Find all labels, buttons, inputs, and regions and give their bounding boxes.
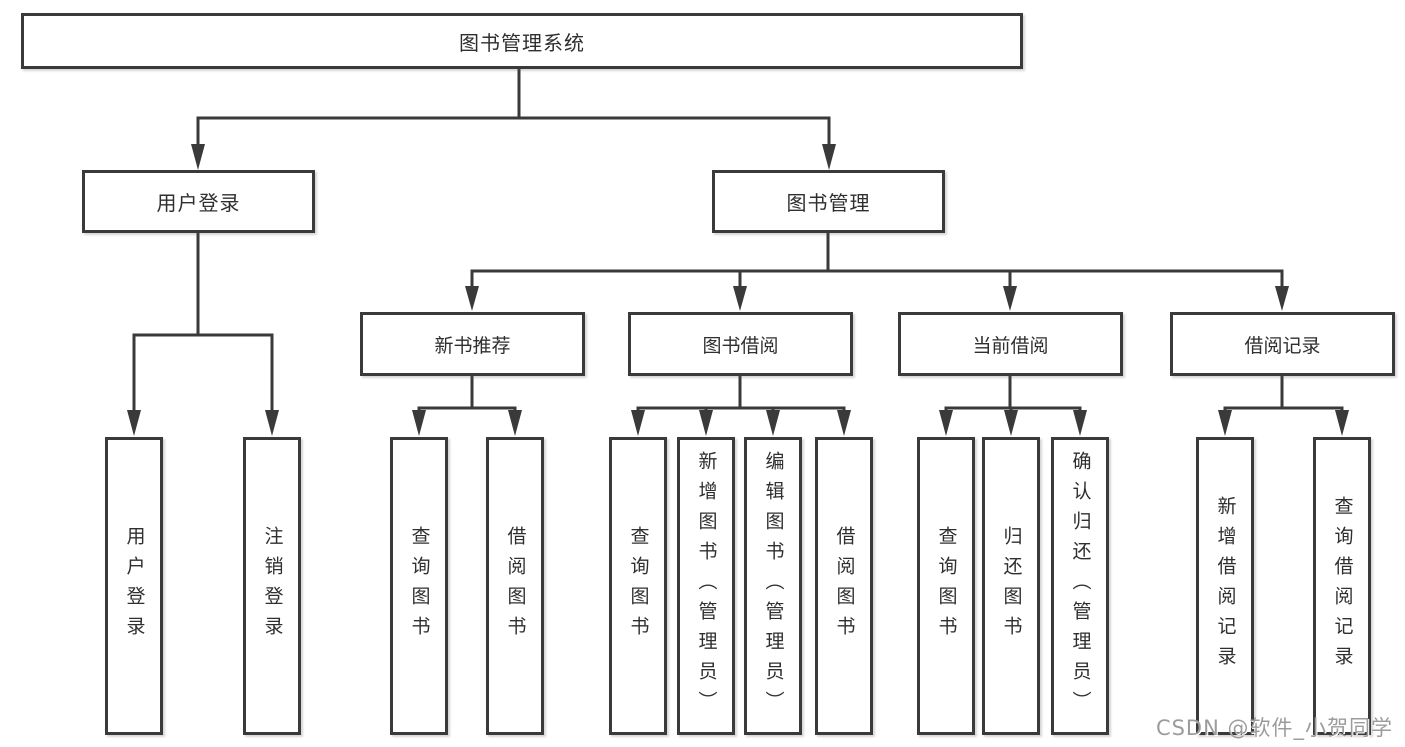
leaf-borrow-books-borrowing: 借阅图书 — [815, 437, 873, 735]
node-label: 图书借阅 — [702, 334, 779, 357]
leaf-query-books-recommend: 查询图书 — [390, 437, 448, 735]
node-borrow-records: 借阅记录 — [1170, 312, 1395, 376]
node-label: 用户登录 — [123, 526, 146, 646]
leaf-query-books-borrowing: 查询图书 — [609, 437, 667, 735]
node-label: 借阅图书 — [504, 526, 527, 646]
node-label: 用户登录 — [156, 191, 241, 215]
node-label: 借阅图书 — [833, 526, 856, 646]
node-label: 归还图书 — [1000, 526, 1023, 646]
node-label: 新增图书（管理员） — [695, 451, 718, 721]
node-library-system: 图书管理系统 — [21, 13, 1023, 69]
node-user-login: 用户登录 — [82, 170, 315, 233]
node-book-borrowing: 图书借阅 — [628, 312, 853, 376]
node-label: 图书管理 — [786, 191, 871, 215]
leaf-query-borrow-record: 查询借阅记录 — [1313, 437, 1371, 735]
node-label: 查询图书 — [408, 526, 431, 646]
node-label: 借阅记录 — [1244, 334, 1321, 357]
leaf-query-books-current: 查询图书 — [917, 437, 975, 735]
csdn-watermark: CSDN @软件_小贺同学 — [1155, 716, 1393, 740]
node-label: 查询图书 — [935, 526, 958, 646]
node-label: 确认归还（管理员） — [1069, 451, 1092, 721]
node-current-borrowing: 当前借阅 — [898, 312, 1123, 376]
leaf-edit-books-admin: 编辑图书（管理员） — [744, 437, 802, 735]
node-label: 当前借阅 — [972, 334, 1049, 357]
node-label: 查询借阅记录 — [1331, 496, 1354, 676]
node-label: 编辑图书（管理员） — [762, 451, 785, 721]
node-label: 图书管理系统 — [459, 30, 585, 55]
leaf-add-books-admin: 新增图书（管理员） — [677, 437, 735, 735]
leaf-add-borrow-record: 新增借阅记录 — [1196, 437, 1254, 735]
node-new-book-recommend: 新书推荐 — [360, 312, 585, 376]
node-label: 新增借阅记录 — [1214, 496, 1237, 676]
leaf-confirm-return-admin: 确认归还（管理员） — [1051, 437, 1109, 735]
leaf-borrow-books-recommend: 借阅图书 — [486, 437, 544, 735]
leaf-user-login: 用户登录 — [105, 437, 163, 735]
node-label: 注销登录 — [261, 526, 284, 646]
node-book-management: 图书管理 — [712, 170, 945, 233]
node-label: 新书推荐 — [434, 334, 511, 357]
node-label: 查询图书 — [627, 526, 650, 646]
leaf-logout: 注销登录 — [243, 437, 301, 735]
leaf-return-books: 归还图书 — [982, 437, 1040, 735]
